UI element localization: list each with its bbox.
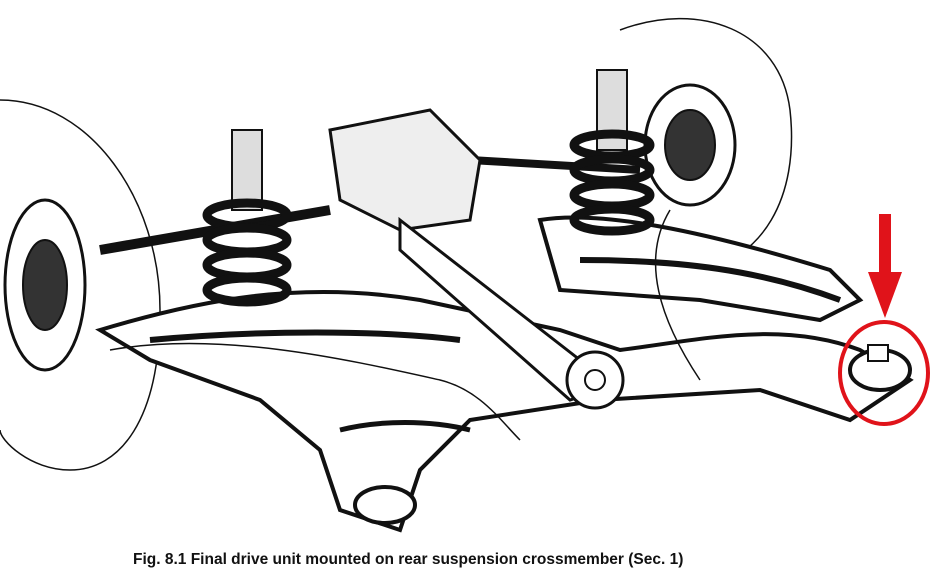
figure-caption: Fig. 8.1 Final drive unit mounted on rea…	[133, 551, 684, 568]
left-wheel	[0, 99, 161, 471]
right-spring	[569, 69, 655, 236]
handbrake-cable	[109, 342, 521, 441]
highlight-annotation	[838, 214, 930, 426]
crossmember	[95, 215, 914, 533]
right-driveshaft	[469, 156, 641, 174]
final-drive-unit	[328, 108, 625, 410]
highlight-circle	[838, 320, 930, 426]
front-mount-bush	[353, 485, 417, 525]
arrow-down-icon	[879, 214, 891, 276]
left-spring	[202, 129, 292, 307]
right-wheel	[619, 17, 793, 271]
